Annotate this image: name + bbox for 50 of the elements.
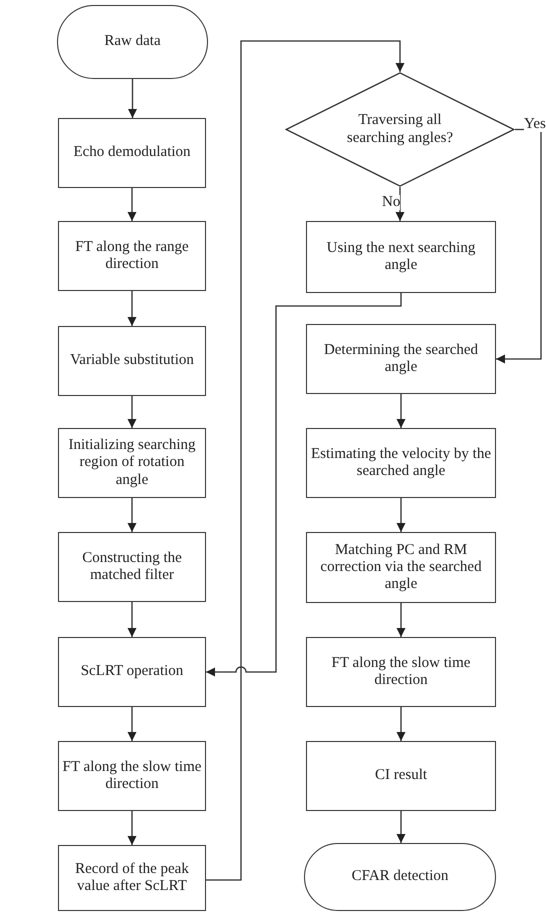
node-text: Matching PC and RM correction via the searched angle: [319, 542, 483, 594]
node-text: Constructing the matched filter: [81, 550, 183, 584]
arrow: [496, 128, 542, 364]
process-box: [58, 118, 206, 188]
process-box: [306, 428, 496, 498]
process-box: [306, 221, 496, 293]
arrow: [128, 188, 136, 221]
node-text: FT along the slow time direction: [330, 654, 472, 690]
node-text: Determining the searched angle: [322, 342, 480, 376]
arrow: [396, 707, 406, 741]
process-box: [58, 428, 206, 498]
arrow: [128, 707, 136, 741]
arrow: [396, 394, 406, 428]
node-text: Traversing all searching angles?: [346, 112, 454, 147]
node-text: Initializing searching region of rotation angle: [67, 437, 197, 489]
process-box: [306, 741, 496, 811]
node-text: Record of the peak value after ScLRT: [74, 860, 190, 896]
node-text: Estimating the velocity by the searched angle: [310, 446, 492, 480]
process-box: [306, 637, 496, 707]
arrow: [128, 602, 136, 637]
edge-label: No: [382, 195, 400, 210]
arrow: [128, 498, 136, 532]
arrow: [206, 40, 404, 881]
edge-label: Yes: [524, 117, 546, 132]
node-text: CFAR detection: [352, 868, 448, 886]
arrow: [128, 291, 136, 326]
process-box: [306, 532, 496, 603]
arrow: [396, 811, 406, 843]
arrow: [396, 498, 406, 532]
process-box: [58, 741, 206, 811]
process-box: [58, 532, 206, 602]
arrow: [128, 811, 136, 845]
process-box: [58, 326, 206, 396]
arrow: [128, 396, 136, 428]
node-text: ScLRT operation: [80, 663, 184, 681]
process-box: [58, 221, 206, 291]
node-text: Using the next searching angle: [326, 240, 476, 274]
node-text: CI result: [374, 767, 428, 785]
node-text: Echo demodulation: [73, 144, 191, 162]
node-text: Variable substitution: [70, 352, 194, 370]
process-box: [58, 637, 206, 707]
arrow: [396, 603, 406, 637]
arrow: [128, 79, 137, 118]
process-box: [306, 324, 496, 394]
arrow: [396, 187, 404, 221]
process-box: [58, 845, 206, 911]
decision-diamond: [285, 72, 515, 187]
node-text: Raw data: [104, 33, 161, 51]
node-text: FT along the range direction: [74, 238, 190, 274]
node-text: FT along the slow time direction: [62, 758, 202, 794]
